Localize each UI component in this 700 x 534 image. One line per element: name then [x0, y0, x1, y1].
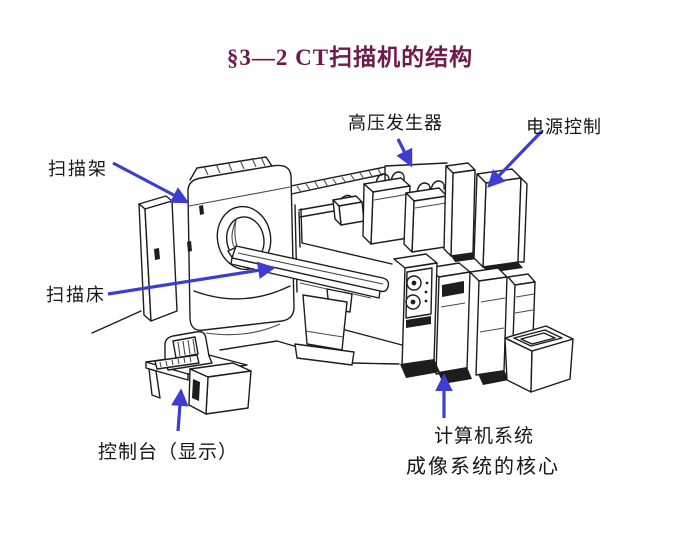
- console-keyboard: [154, 354, 200, 370]
- label-gantry: 扫描架: [48, 159, 108, 179]
- arrow-power-control: [487, 129, 544, 188]
- gantry-side-cabinet-drawing: [138, 195, 178, 322]
- gantry-drawing: [187, 156, 301, 336]
- power-control-drawing: [443, 162, 528, 273]
- label-hv-generator: 高压发生器: [348, 113, 443, 133]
- label-computer-note: 成像系统的核心: [406, 456, 560, 478]
- arrow-hv-generator: [396, 138, 413, 168]
- label-scan-table: 扫描床: [46, 285, 106, 305]
- console-screen: [172, 336, 199, 359]
- hv-generator-drawing: [362, 171, 448, 253]
- label-console: 控制台（显示）: [98, 442, 239, 463]
- label-arrows: [107, 129, 544, 432]
- page-title: §3—2 CT扫描机的结构: [226, 45, 474, 70]
- tape-reel-icon: [405, 275, 429, 310]
- arrow-scan-table: [107, 261, 276, 296]
- label-computer-system: 计算机系统: [434, 426, 535, 447]
- low-table-drawing: [504, 325, 574, 393]
- arrow-gantry: [112, 161, 190, 204]
- console-drawing: [145, 330, 252, 415]
- label-power-control: 电源控制: [526, 117, 602, 137]
- computer-system-drawing: [393, 253, 536, 385]
- arrow-console: [171, 388, 189, 432]
